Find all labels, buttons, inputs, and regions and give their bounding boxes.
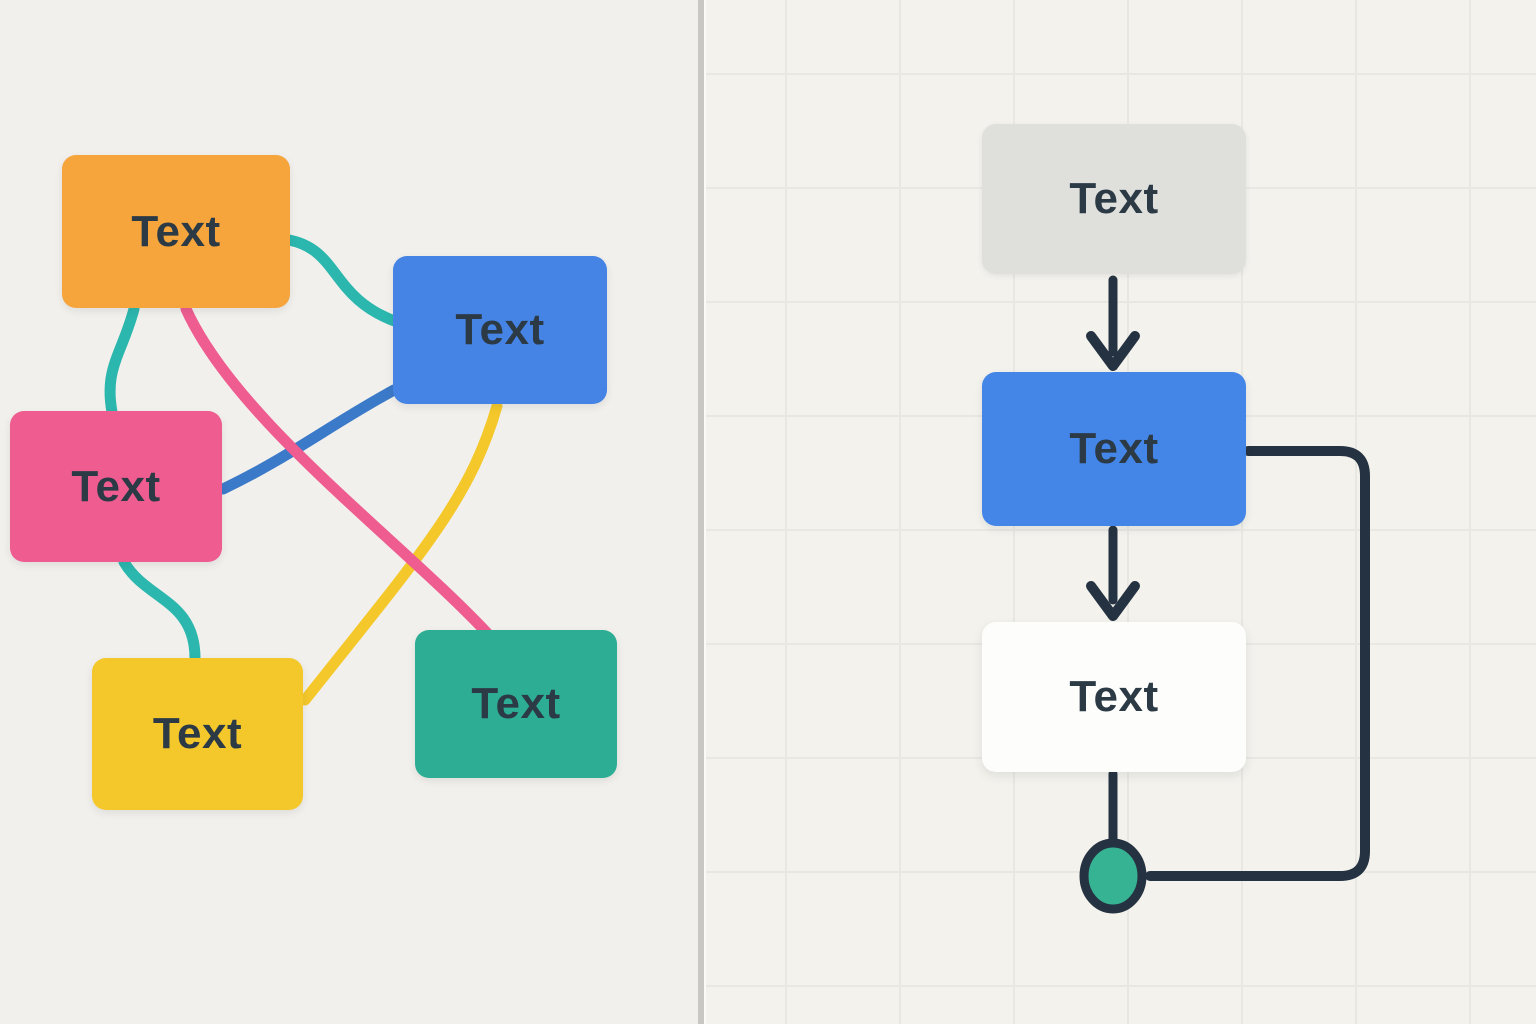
panel-divider-highlight [704,0,706,1024]
node-label: Text [131,206,221,256]
node-label: Text [455,305,545,354]
node-label: Text [471,679,561,728]
freeform-node-yellow: Text [92,658,303,810]
flowchart-node-middle: Text [982,372,1246,526]
node-label: Text [71,461,161,511]
freeform-node-orange: Text [62,155,290,308]
flowchart-node-start: Text [982,124,1246,274]
freeform-node-blue: Text [393,256,607,404]
freeform-node-pink: Text [10,411,222,562]
node-label: Text [1069,424,1159,473]
flowchart-node-end: Text [982,622,1246,772]
freeform-node-green: Text [415,630,617,778]
node-label: Text [1069,672,1159,721]
node-label: Text [152,709,243,758]
node-label: Text [1069,174,1159,223]
panel-divider [698,0,704,1024]
